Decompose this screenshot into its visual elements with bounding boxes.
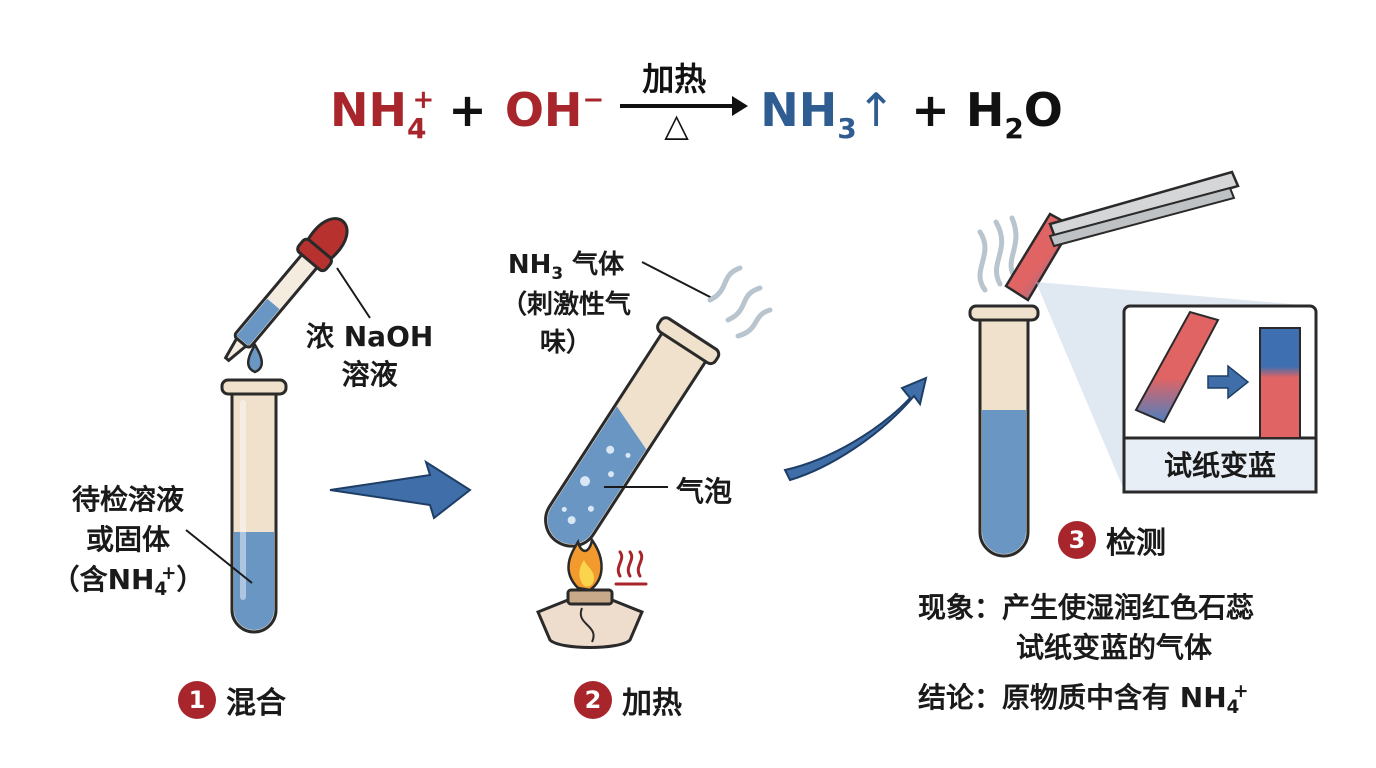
- litmus-inset-panel: [1122, 304, 1318, 494]
- step-3-title: 检测: [1106, 526, 1166, 561]
- equation-product-ammonia: NH3↑: [760, 83, 896, 145]
- step-arrow-2-icon: [783, 376, 928, 482]
- equation-condition-delta: △: [664, 106, 689, 144]
- phenomenon-block: 现象： 产生使湿润红色石蕊 试纸变蓝的气体: [918, 588, 1254, 668]
- flame-icon: [567, 536, 603, 592]
- dropper-label: 浓 NaOH 溶液: [306, 320, 434, 391]
- tweezers-icon: [1048, 170, 1240, 248]
- phenomenon-label: 现象：: [918, 591, 1003, 624]
- step-3-heading: 3 检测: [1058, 518, 1166, 562]
- test-tube-heated-icon: [544, 316, 721, 548]
- equation-reactant-ammonium: NH4+: [330, 83, 435, 145]
- equation-condition-arrow: 加热 △: [620, 60, 750, 150]
- conclusion-block: 结论： 原物质中含有 NH4+: [918, 678, 1249, 722]
- dropper-leader-line: [336, 267, 371, 319]
- sample-leader-line: [185, 529, 253, 584]
- conclusion-label: 结论：: [918, 681, 1003, 714]
- step-1-badge: 1: [178, 681, 216, 719]
- step-2-heading: 2 加热: [574, 678, 682, 722]
- gas-leader-line: [641, 261, 713, 299]
- inset-caption: 试纸变蓝: [1163, 449, 1276, 482]
- step-1-title: 混合: [226, 686, 286, 721]
- gas-label: NH3 气体 （刺激性气味）: [500, 250, 631, 358]
- test-tube-mix-icon: [220, 378, 288, 634]
- phenomenon-line-1: 产生使湿润红色石蕊: [1002, 591, 1255, 624]
- reaction-arrow-icon: [620, 96, 749, 116]
- equation-plus-1: +: [448, 83, 487, 137]
- bubble-label: 气泡: [676, 475, 733, 508]
- liquid-drop-icon: [247, 342, 263, 374]
- equation-condition-heat: 加热: [642, 60, 707, 98]
- equation-plus-2: +: [911, 83, 950, 137]
- conclusion-text: 原物质中含有 NH4+: [1002, 681, 1249, 719]
- gas-wisp-detect-icon: [977, 215, 1019, 293]
- inset-arrow-icon: [1207, 364, 1250, 400]
- heat-wave-icon: [614, 550, 648, 586]
- step-arrow-1-icon: [329, 459, 472, 520]
- equation-reactant-hydroxide: OH−: [504, 83, 605, 137]
- sample-label: 待检溶液 或固体 （含NH4+）: [51, 483, 205, 601]
- test-tube-detect-icon: [968, 304, 1040, 558]
- step-1-heading: 1 混合: [178, 678, 286, 722]
- reaction-equation: NH4+ + OH− 加热 △ NH3↑ + H2O: [330, 60, 1063, 150]
- alcohol-lamp-icon: [536, 588, 644, 649]
- equation-product-water: H2O: [965, 83, 1063, 145]
- step-2-badge: 2: [574, 681, 612, 719]
- step-3-badge: 3: [1058, 521, 1096, 559]
- gas-wisp-icon: [707, 265, 773, 339]
- step-2-title: 加热: [622, 686, 682, 721]
- phenomenon-line-2: 试纸变蓝的气体: [1016, 631, 1213, 664]
- dropper-icon: [223, 217, 349, 363]
